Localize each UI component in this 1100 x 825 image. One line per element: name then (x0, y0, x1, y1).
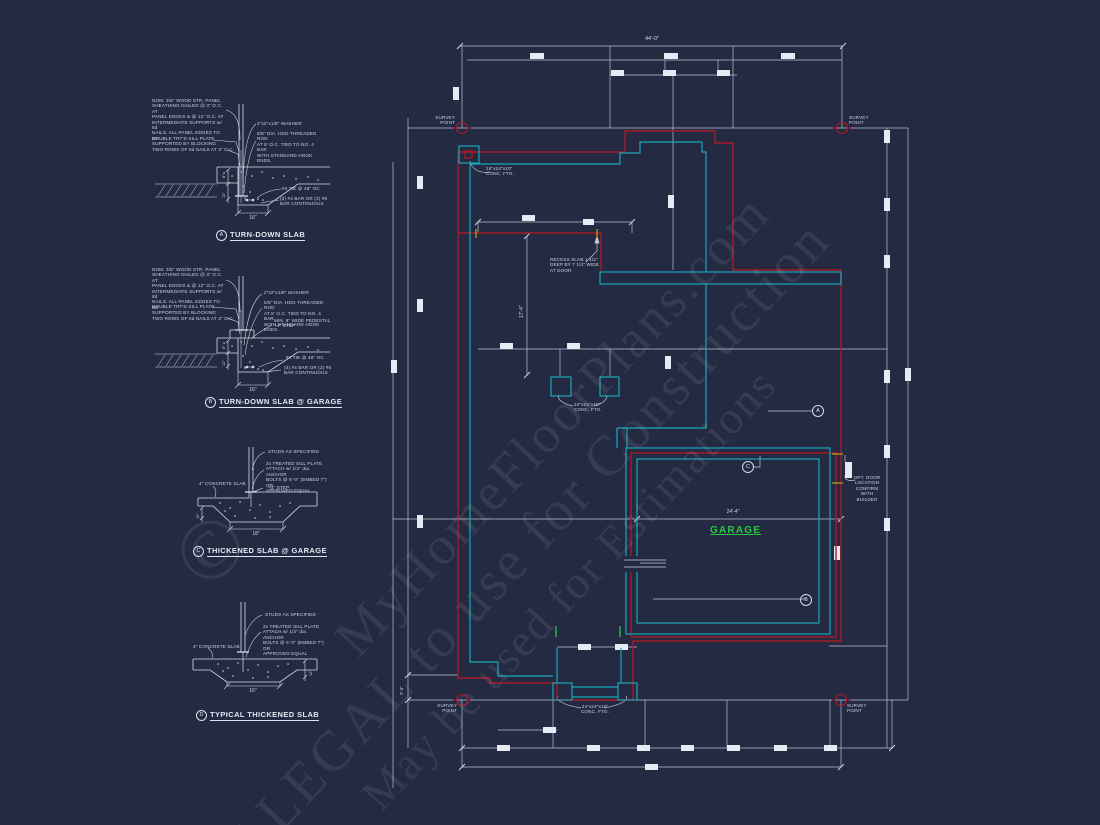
survey-point-label-bottom-right: SURVEY POINT (847, 703, 867, 714)
detail-b-title: B TURN-DOWN SLAB @ GARAGE (205, 397, 343, 408)
detail-turn-down-slab (155, 104, 330, 217)
foundation-outline (457, 130, 842, 701)
detail-reference-c: C (742, 461, 754, 473)
detail-d-studs-note: STUDS AS SPECIFIED (265, 612, 316, 617)
detail-d-letter-badge: D (196, 710, 207, 721)
detail-b-bar-note: (3) #4 BAR OR (2) #5 BAR CONTINUOUS (284, 365, 332, 376)
opening-ticks-green (555, 626, 621, 637)
detail-c-slab-note: 4" CONCRETE SLAB (199, 481, 246, 486)
detail-a-washer-note: 2"x2"x1/8" WASHER (257, 121, 302, 126)
detail-a-nails-note: TWO ROWS OF 8d NAILS AT 3" O.C. (152, 147, 235, 152)
detail-reference-a: A (812, 405, 824, 417)
opening-ticks-yellow (475, 229, 843, 484)
detail-reference-b: B (800, 594, 812, 606)
detail-a-rod-note: 5/8" DIA. HDG THREADED ROD AT 8' O.C. TI… (257, 131, 317, 164)
detail-c-title-text: THICKENED SLAB @ GARAGE (207, 546, 327, 557)
detail-d-slab-note: 4" CONCRETE SLAB (193, 644, 240, 649)
footing-callout-center: 24"x24"x10" CONC. FTG. (574, 402, 603, 413)
detail-d-title-text: TYPICAL THICKENED SLAB (210, 710, 320, 721)
detail-a-title: A TURN-DOWN SLAB (216, 230, 306, 241)
detail-c-width-dim: 18" (252, 531, 260, 537)
recess-slab-note: RECESS SLAB 1 1/2" DEEP BY 7 1/4" WIDE A… (550, 257, 599, 273)
detail-c-title: C THICKENED SLAB @ GARAGE (193, 546, 327, 557)
optional-door-note: OPT. DOOR LOCATION CONFIRM WITH BUILDER (853, 475, 881, 502)
detail-c-sill-note: 2x TREATED SILL PLATE ATTACH w/ 1/2" dia… (266, 461, 327, 494)
garage-width-dimension: 24'-4" (726, 509, 740, 515)
slab-edges (458, 141, 842, 701)
detail-c-letter-badge: C (193, 546, 204, 557)
detail-d-depth-dim: 12" (309, 670, 313, 676)
detail-a-sheathing-note: NOM. 3/8" WOOD STR. PANEL SHEATHING NAIL… (152, 98, 224, 147)
detail-c-depth-dim: 12" (196, 513, 200, 519)
detail-b-nails-note: TWO ROWS OF 8d NAILS AT 3" O.C. (152, 316, 235, 321)
survey-point-label-bottom-left: SURVEY POINT (437, 703, 457, 714)
survey-point-label-top-right: SURVEY POINT (849, 115, 869, 126)
detail-b-letter-badge: B (205, 397, 216, 408)
detail-turn-down-slab-garage (155, 276, 330, 389)
detail-typical-thickened-slab (192, 602, 318, 690)
dimension-text-boxes (391, 53, 911, 770)
detail-b-pedestal-note: MIN. 6" WIDE PEDESTAL +4" STEP (274, 318, 331, 329)
detail-b-title-text: TURN-DOWN SLAB @ GARAGE (219, 397, 343, 408)
detail-a-tie-note: #4 TIE @ 48" OC (282, 186, 320, 191)
detail-a-letter-badge: A (216, 230, 227, 241)
detail-b-washer-note: 2"x2"x1/8" WASHER (264, 290, 309, 295)
door-header-lines (624, 559, 666, 568)
survey-markers (453, 121, 851, 707)
garage-room-label: GARAGE (710, 525, 762, 536)
detail-thickened-slab-garage (197, 447, 318, 533)
detail-b-rod-note: 5/8" DIA. HDG THREADED ROD AT 8' O.C. TI… (264, 300, 324, 333)
detail-d-sill-note: 2x TREATED SILL PLATE ATTACH w/ 1/2" dia… (263, 624, 324, 657)
detail-a-depth-dim-1: 8" (222, 174, 226, 178)
detail-a-bar-note: (3) #4 BAR OR (2) #5 BAR CONTINUOUS (280, 196, 328, 207)
detail-b-tie-note: #4 TIE @ 48" OC (286, 355, 324, 360)
detail-a-depth-dim-2: 12" (222, 192, 226, 198)
detail-b-width-dim: 16" (249, 387, 257, 393)
detail-b-sill-note: DOUBLE TRT'D SILL PLATE (152, 304, 215, 309)
detail-d-width-dim: 16" (249, 688, 257, 694)
detail-a-title-text: TURN-DOWN SLAB (230, 230, 306, 241)
detail-a-width-dim: 16" (249, 215, 257, 221)
porch-depth-dimension: 2'-4" (399, 686, 404, 695)
footing-callout-porch: 24"x24"x10" CONC. FTG. (580, 704, 610, 715)
detail-b-depth-dim-1: 8" (222, 345, 226, 349)
plan-leaders (469, 160, 856, 709)
overall-width-dimension: 44'-0" (644, 36, 659, 42)
detail-a-sill-note: DOUBLE TRT'D SILL PLATE (152, 136, 215, 141)
interior-dimension: 17'-4" (519, 305, 525, 318)
detail-c-step-note: +4" STEP (268, 485, 290, 490)
detail-b-depth-dim-2: 12" (222, 360, 226, 366)
detail-b-sheathing-note: NOM. 3/8" WOOD STR. PANEL SHEATHING NAIL… (152, 267, 224, 316)
dimension-grid (392, 45, 909, 788)
detail-c-studs-note: STUDS AS SPECIFIED (268, 449, 319, 454)
survey-point-label-top-left: SURVEY POINT (435, 115, 455, 126)
footing-callout-top-left: 24"x24"x10" CONC. FTG. (486, 166, 515, 177)
detail-d-title: D TYPICAL THICKENED SLAB (196, 710, 320, 721)
